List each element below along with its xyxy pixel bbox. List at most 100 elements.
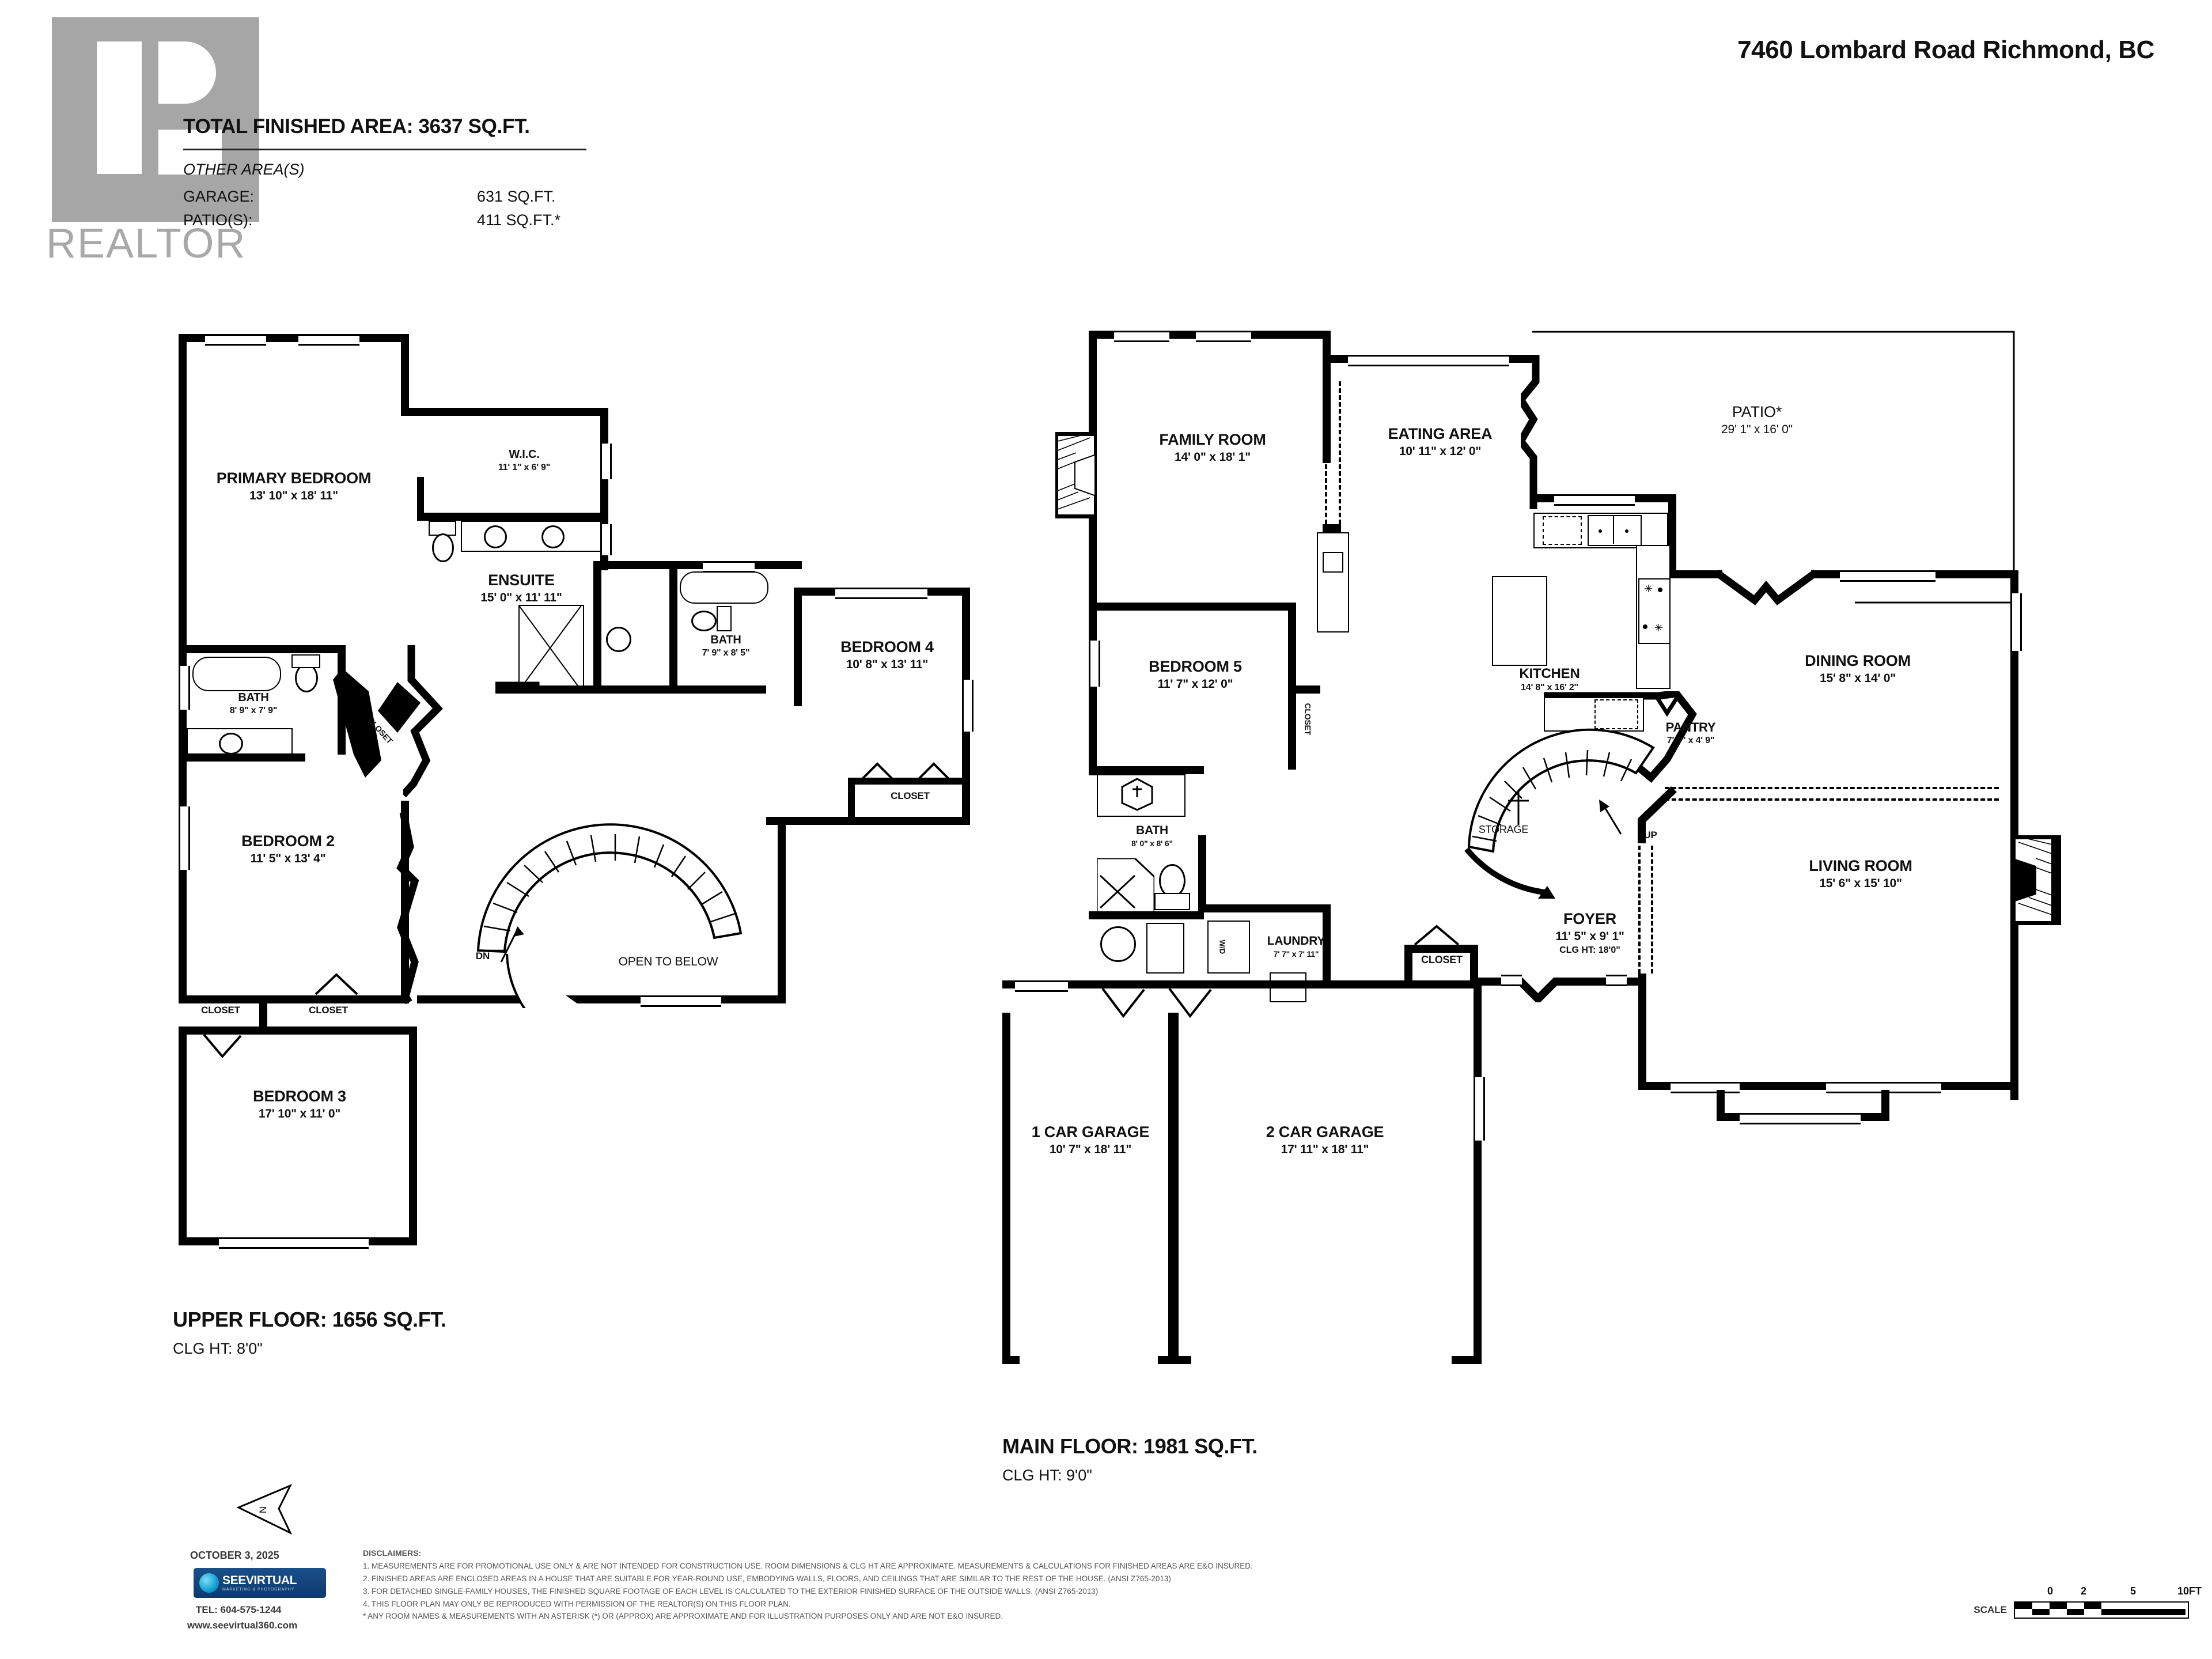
- room-label-2-car-garage: 2 CAR GARAGE 17' 11" x 18' 11": [1266, 1123, 1384, 1156]
- realtor-logo-stem: [97, 41, 142, 174]
- wall: [1638, 974, 1646, 1082]
- scale-tick: 5: [2130, 1585, 2137, 1597]
- scale-label: SCALE: [1974, 1604, 2007, 1615]
- label-up: UP: [1643, 830, 1657, 840]
- opening-dashed: [1638, 846, 1641, 974]
- closet-door-swing: [860, 762, 951, 781]
- wall: [766, 817, 970, 825]
- plan-date: OCTOBER 3, 2025: [190, 1550, 279, 1561]
- realtor-wordmark: REALTOR: [46, 221, 247, 267]
- garage-door-opening: [1191, 1356, 1452, 1364]
- fireplace-icon: [2014, 839, 2052, 922]
- wall: [1881, 1090, 1889, 1121]
- upper-floor-title: UPPER FLOOR: 1656 SQ.FT.: [173, 1308, 446, 1331]
- closet-door-swing: [203, 1033, 242, 1059]
- wall: [1323, 524, 1341, 532]
- shower-corner-icon: [1097, 858, 1154, 916]
- window: [1474, 1077, 1485, 1141]
- wall: [401, 334, 409, 410]
- sink-icon: [541, 525, 565, 548]
- room-label-living-room: LIVING ROOM 15' 6" x 15' 10": [1809, 857, 1912, 890]
- globe-icon: [199, 1573, 219, 1593]
- room-label-bath-upper2: BATH 7' 9" x 8' 5": [702, 634, 750, 658]
- label-closet-b2a: CLOSET: [201, 1005, 240, 1016]
- bathtub-icon: [680, 571, 768, 604]
- realtor-logo-bowl-top: [158, 41, 216, 104]
- garage-entry-door-swings: [1101, 988, 1212, 1018]
- north-arrow-icon: N: [236, 1484, 293, 1535]
- main-floor-clg-ht: CLG HT: 9'0": [1002, 1467, 1092, 1484]
- garage-label: GARAGE:: [183, 188, 255, 205]
- realtor-logo-bowl-bottom: [158, 130, 222, 175]
- window: [1114, 331, 1169, 342]
- wall: [179, 334, 187, 737]
- wall: [1198, 835, 1206, 912]
- scale-tick-labels: 0 2 5 10FT: [2005, 1585, 2202, 1600]
- window: [600, 444, 612, 479]
- living-room-corner-wall: [1638, 786, 1677, 843]
- room-label-bedroom3: BEDROOM 3 17' 10" x 11' 0": [253, 1088, 346, 1120]
- opening-dashed: [1665, 787, 1999, 789]
- other-area-row: PATIO(S): 411 SQ.FT.*: [183, 211, 656, 229]
- scale-graphic: [2014, 1601, 2189, 1619]
- garage-value: 631 SQ.FT.: [477, 188, 556, 205]
- upper-floor-clg-ht: CLG HT: 8'0": [173, 1340, 263, 1357]
- washer-icon: [1100, 926, 1136, 962]
- door-knob-icon: [1323, 552, 1343, 573]
- kitchen-island: [1492, 576, 1547, 666]
- window: [1554, 494, 1635, 506]
- cooktop-icon: [1543, 516, 1582, 545]
- wall: [848, 778, 970, 785]
- window: [641, 995, 721, 1007]
- room-label-family-room: FAMILY ROOM 14' 0" x 18' 1": [1159, 431, 1266, 464]
- room-label-ensuite: ENSUITE 15' 0" x 11' 11": [480, 571, 562, 604]
- room-label-bedroom4: BEDROOM 4 10' 8" x 13' 11": [840, 638, 934, 671]
- label-open-to-below: OPEN TO BELOW: [618, 955, 718, 968]
- range-burners-icon: ✳ ✳: [1643, 583, 1663, 634]
- room-label-patio: PATIO* 29' 1" x 16' 0": [1721, 403, 1793, 436]
- interior-partition-walls: [403, 645, 540, 798]
- main-floor-title-block: MAIN FLOOR: 1981 SQ.FT. CLG HT: 9'0": [1002, 1434, 1257, 1484]
- wall: [1338, 980, 1482, 988]
- fireplace-icon: [1058, 435, 1094, 515]
- wall: [1089, 603, 1296, 611]
- scale-tick: 0: [2047, 1585, 2054, 1597]
- window: [179, 666, 190, 710]
- wall: [409, 1027, 417, 1245]
- toilet-tank-icon: [1154, 893, 1190, 910]
- svg-text:✳: ✳: [1654, 622, 1663, 634]
- window: [205, 334, 266, 346]
- washer-dryer-icon: [1207, 921, 1250, 974]
- realtor-logo: REALTOR: [46, 17, 265, 282]
- wall: [593, 561, 601, 694]
- window: [1671, 1082, 1740, 1093]
- closet-door-swing: [315, 973, 358, 995]
- wall: [1676, 570, 1722, 578]
- wall: [1404, 945, 1412, 980]
- sink-double-icon: [1588, 515, 1642, 546]
- svg-text:✳: ✳: [1644, 583, 1653, 594]
- room-label-bath-upper1: BATH 8' 9" x 7' 9": [229, 691, 278, 715]
- closet-door-swing: [1414, 925, 1460, 946]
- window: [835, 588, 927, 599]
- pantry-walls: [1544, 691, 1697, 783]
- wall: [179, 753, 305, 762]
- opening-dashed: [1339, 381, 1341, 531]
- wall: [421, 513, 608, 521]
- room-label-pantry: PANTRY 7' 3" x 4' 9": [1665, 720, 1716, 745]
- toilet-bowl-icon: [432, 533, 454, 562]
- window: [1348, 355, 1509, 366]
- window: [298, 334, 359, 346]
- other-area-row: GARAGE: 631 SQ.FT.: [183, 188, 656, 206]
- wall: [1323, 904, 1331, 987]
- area-summary: TOTAL FINISHED AREA: 3637 SQ.FT. OTHER A…: [183, 115, 656, 235]
- window: [703, 561, 755, 573]
- total-finished-area: TOTAL FINISHED AREA: 3637 SQ.FT.: [183, 115, 530, 138]
- wall: [1089, 911, 1204, 919]
- wall: [1168, 1013, 1179, 1364]
- toilet-bowl-icon: [691, 611, 717, 631]
- toilet-tank-icon: [717, 606, 732, 631]
- toilet-tank-icon: [291, 654, 320, 668]
- window: [962, 680, 974, 732]
- opening-dashed: [1325, 381, 1327, 531]
